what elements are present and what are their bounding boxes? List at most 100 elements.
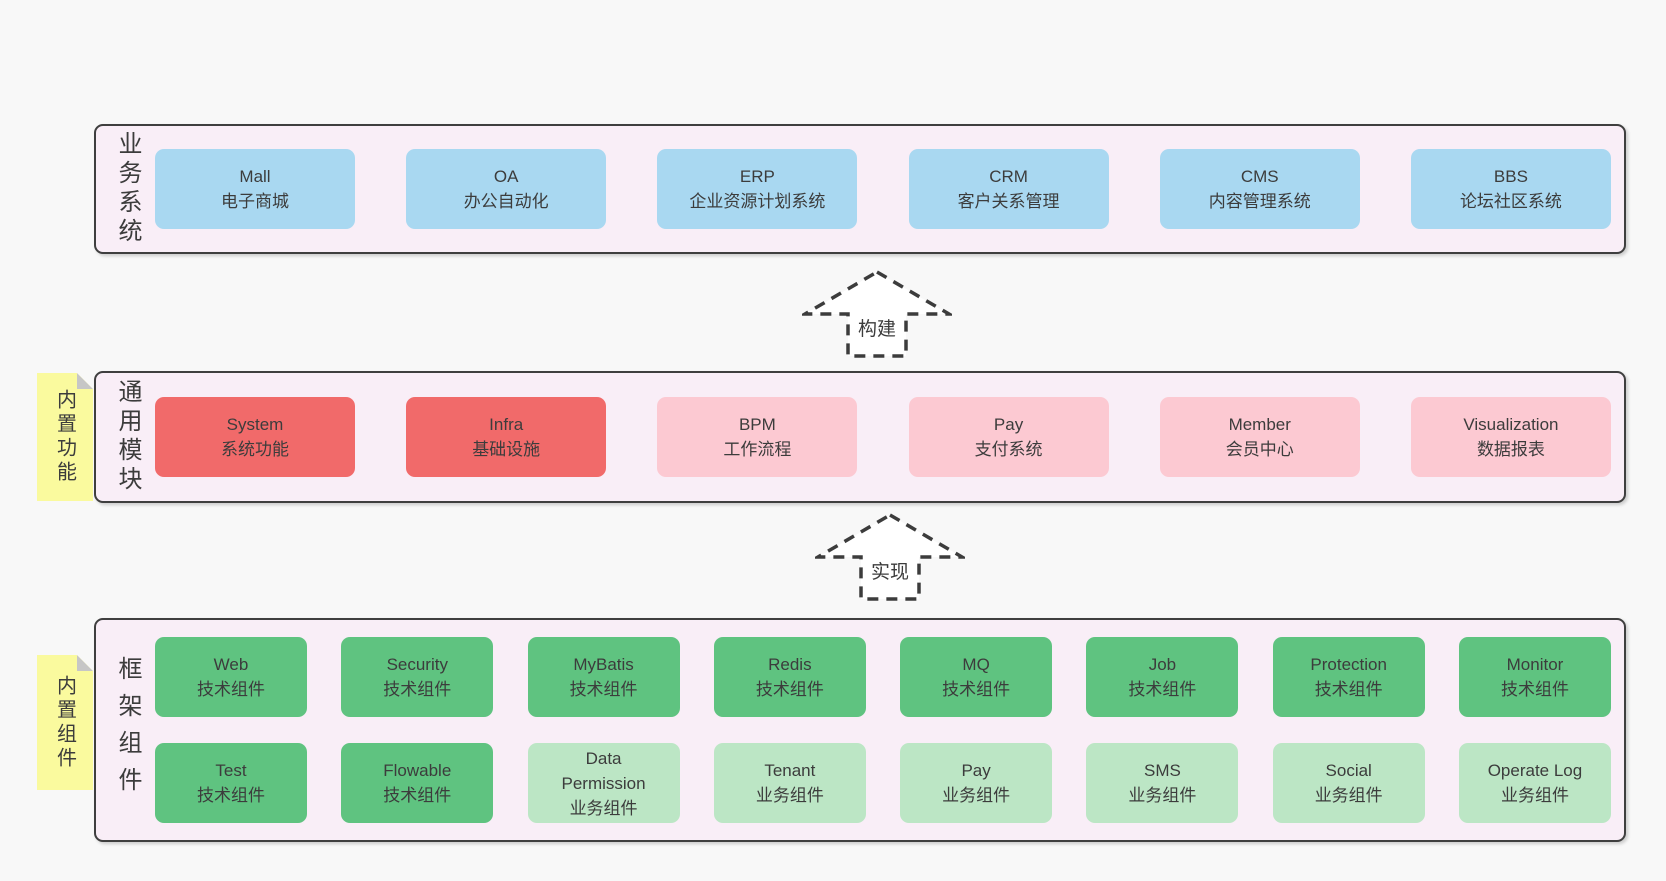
box-subtitle: 办公自动化	[463, 192, 549, 211]
box-subtitle: 业务组件	[569, 798, 638, 818]
box-monitor: Monitor 技术组件	[1458, 637, 1611, 717]
box-subtitle: 业务组件	[1500, 786, 1569, 805]
box-title: MyBatis	[573, 655, 634, 674]
box-subtitle: 业务组件	[942, 786, 1011, 805]
box-mall: Mall 电子商城	[155, 149, 355, 229]
box-subtitle: 企业资源计划系统	[689, 192, 826, 211]
arrow-label-build: 构建	[855, 314, 899, 341]
box-infra: Infra 基础设施	[406, 397, 607, 477]
box-web: Web 技术组件	[155, 637, 307, 717]
box-title: Flowable	[383, 761, 452, 780]
box-title: Protection	[1310, 655, 1387, 674]
section-label-business: 业务系统	[114, 131, 141, 247]
box-mq: MQ 技术组件	[900, 637, 1053, 717]
box-title: Redis	[768, 655, 812, 674]
section-label-framework: 框架组件	[114, 656, 141, 804]
box-title: Tenant	[764, 761, 816, 780]
box-sms: SMS 业务组件	[1086, 743, 1239, 823]
box-title: Monitor	[1506, 655, 1564, 674]
box-subtitle: 客户关系管理	[957, 192, 1060, 211]
modules-rows: System 系统功能 Infra 基础设施 BPM 工作流程 Pay 支付系统…	[155, 373, 1611, 501]
box-subtitle: 数据报表	[1476, 440, 1545, 459]
box-title: System	[226, 415, 284, 434]
box-subtitle: 论坛社区系统	[1459, 192, 1562, 211]
box-title: Pay	[993, 415, 1024, 434]
implement-arrow: 实现	[815, 512, 965, 602]
box-erp: ERP 企业资源计划系统	[657, 149, 858, 229]
box-pay: Pay 支付系统	[908, 397, 1109, 477]
box-subtitle: 技术组件	[1314, 680, 1383, 699]
common-modules-panel: 通用模块 System 系统功能 Infra 基础设施 BPM 工作流程 Pay…	[94, 371, 1626, 503]
box-title: ERP	[739, 167, 775, 186]
box-subtitle: 技术组件	[569, 680, 638, 699]
box-subtitle: 业务组件	[1128, 786, 1197, 805]
box-subtitle: 业务组件	[1314, 786, 1383, 805]
box-system: System 系统功能	[155, 397, 355, 477]
box-operate-log: Operate Log 业务组件	[1458, 743, 1611, 823]
box-member: Member 会员中心	[1159, 397, 1360, 477]
box-job: Job 技术组件	[1086, 637, 1239, 717]
box-subtitle: 技术组件	[383, 680, 452, 699]
box-subtitle: 技术组件	[383, 786, 452, 805]
box-title: BBS	[1493, 167, 1528, 186]
box-title: Security	[386, 655, 448, 674]
box-subtitle: 支付系统	[974, 440, 1043, 459]
box-tenant: Tenant 业务组件	[713, 743, 866, 823]
box-title: OA	[493, 167, 519, 186]
box-social: Social 业务组件	[1272, 743, 1425, 823]
box-oa: OA 办公自动化	[406, 149, 607, 229]
box-cms: CMS 内容管理系统	[1159, 149, 1360, 229]
framework-components-panel: 框架组件 Web 技术组件 Security 技术组件 MyBatis 技术组件…	[94, 618, 1626, 842]
tag-builtin-features: 内置功能	[37, 373, 93, 501]
box-title: Visualization	[1463, 415, 1559, 434]
business-row: Mall 电子商城 OA 办公自动化 ERP 企业资源计划系统 CRM 客户关系…	[155, 149, 1611, 229]
box-subtitle: 技术组件	[197, 786, 265, 805]
box-bpm: BPM 工作流程	[657, 397, 858, 477]
tag-label: 内置功能	[53, 389, 76, 485]
box-subtitle: 会员中心	[1225, 440, 1294, 459]
box-flowable: Flowable 技术组件	[341, 743, 494, 823]
box-bbs: BBS 论坛社区系统	[1410, 149, 1611, 229]
tag-label: 内置组件	[53, 674, 76, 771]
box-title: Social	[1325, 761, 1372, 780]
section-label-modules: 通用模块	[114, 379, 141, 495]
box-subtitle: 内容管理系统	[1208, 192, 1311, 211]
box-title: SMS	[1143, 761, 1181, 780]
box-test: Test 技术组件	[155, 743, 307, 823]
arrow-label-implement: 实现	[868, 557, 912, 584]
box-title: Infra	[489, 415, 524, 434]
box-security: Security 技术组件	[341, 637, 494, 717]
box-subtitle: 技术组件	[197, 680, 265, 699]
box-title: Mall	[239, 167, 271, 186]
box-title: Web	[213, 655, 249, 674]
box-subtitle: 技术组件	[942, 680, 1011, 699]
tag-builtin-components: 内置组件	[37, 655, 93, 790]
box-data-permission: Data Permission 业务组件	[527, 743, 680, 823]
framework-rows: Web 技术组件 Security 技术组件 MyBatis 技术组件 Redi…	[155, 620, 1611, 840]
framework-row-2: Test 技术组件 Flowable 技术组件 Data Permission …	[155, 743, 1611, 823]
box-title: Data Permission	[561, 748, 646, 793]
box-title: Job	[1148, 655, 1177, 674]
box-crm: CRM 客户关系管理	[908, 149, 1109, 229]
box-title: BPM	[738, 415, 776, 434]
box-title: Test	[215, 761, 247, 780]
box-redis: Redis 技术组件	[713, 637, 866, 717]
box-title: Member	[1228, 415, 1291, 434]
box-subtitle: 业务组件	[755, 786, 824, 805]
box-pay-biz: Pay 业务组件	[900, 743, 1053, 823]
box-title: CRM	[989, 167, 1028, 186]
box-title: Operate Log	[1487, 761, 1583, 780]
box-visualization: Visualization 数据报表	[1410, 397, 1611, 477]
box-protection: Protection 技术组件	[1272, 637, 1425, 717]
box-title: CMS	[1240, 167, 1279, 186]
box-subtitle: 技术组件	[1500, 680, 1569, 699]
business-systems-panel: 业务系统 Mall 电子商城 OA 办公自动化 ERP 企业资源计划系统 CRM…	[94, 124, 1626, 254]
box-subtitle: 系统功能	[221, 440, 289, 459]
business-rows: Mall 电子商城 OA 办公自动化 ERP 企业资源计划系统 CRM 客户关系…	[155, 126, 1611, 252]
folded-corner-icon	[77, 655, 93, 671]
modules-row: System 系统功能 Infra 基础设施 BPM 工作流程 Pay 支付系统…	[155, 397, 1611, 477]
box-title: Pay	[961, 761, 991, 780]
box-subtitle: 工作流程	[723, 440, 792, 459]
build-arrow: 构建	[802, 269, 952, 359]
